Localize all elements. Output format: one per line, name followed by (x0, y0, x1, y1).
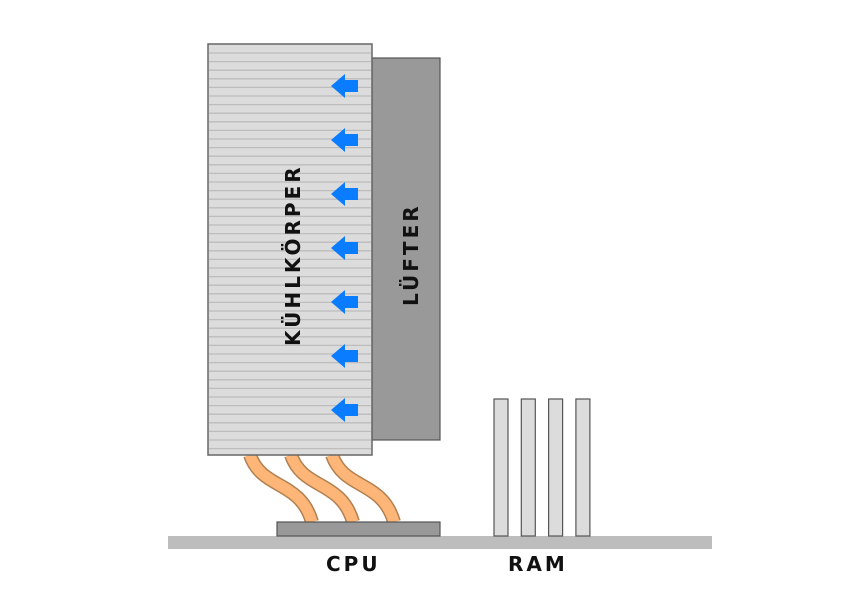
ram-modules (493, 398, 591, 537)
cpu-chip (276, 521, 441, 537)
cpu-label: CPU (326, 552, 381, 576)
airflow-arrow-icon (331, 398, 358, 422)
airflow-arrow-icon (331, 74, 358, 98)
heatpipes (243, 452, 401, 525)
ram-label: RAM (508, 552, 568, 576)
heatpipe (326, 452, 400, 524)
fan-label: LÜFTER (399, 203, 423, 306)
ram-module (493, 398, 509, 537)
ram-module (575, 398, 591, 537)
airflow-arrow-icon (331, 182, 358, 206)
motherboard (168, 536, 712, 549)
heatpipe (244, 452, 318, 524)
ram-module (547, 398, 564, 537)
fan (371, 57, 441, 441)
airflow-arrows (331, 74, 358, 422)
heatsink-label: KÜHLKÖRPER (281, 164, 305, 346)
ram-module (520, 398, 536, 537)
heatpipe (285, 452, 359, 524)
airflow-arrow-icon (331, 344, 358, 368)
airflow-arrow-icon (331, 128, 358, 152)
airflow-arrow-icon (331, 290, 358, 314)
airflow-arrow-icon (331, 236, 358, 260)
